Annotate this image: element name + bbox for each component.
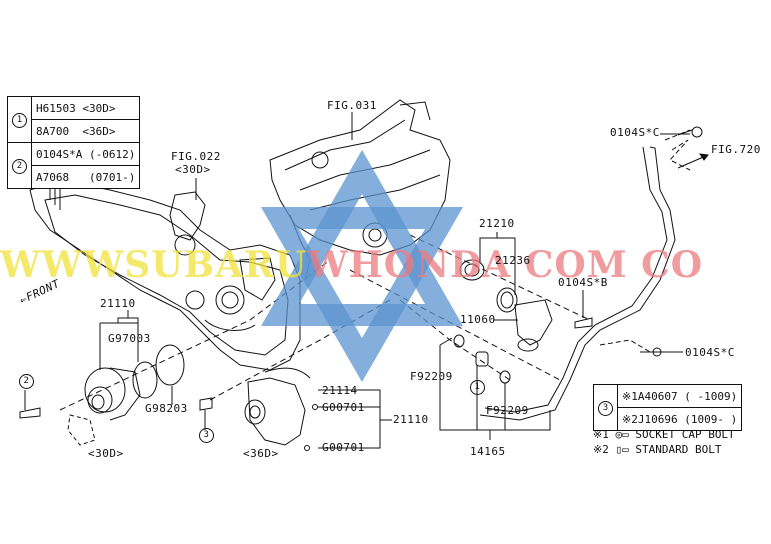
part-g00701-label: G00701	[322, 401, 365, 414]
callout-2-badge: 2	[12, 158, 27, 174]
callout-1-circle: 1	[470, 380, 485, 395]
callout-2-circle: 2	[19, 374, 34, 389]
table-cell: 8A700 <36D>	[30, 119, 141, 143]
fig-022-variant-label: <30D>	[175, 163, 211, 176]
table-cell: A7068 (0701-)	[30, 165, 141, 189]
table-cell: ※2J10696 (1009- )	[616, 407, 743, 431]
part-f92209-label: F92209	[410, 370, 453, 383]
callout-1-badge: 1	[12, 112, 27, 128]
fig-720-label: FIG.720	[711, 143, 761, 156]
part-g98203-label: G98203	[145, 402, 188, 415]
part-f92209-label: F92209	[486, 404, 529, 417]
bolt-0104s-c-label: 0104S*C	[685, 346, 735, 359]
callout-3-circle: 3	[199, 428, 214, 443]
bolt-0104s-b-label: 0104S*B	[558, 276, 608, 289]
legend-standard-bolt: ※2 ▯▭ STANDARD BOLT	[593, 443, 722, 456]
part-21110-label: 21110	[393, 413, 429, 426]
variant-30d-label: <30D>	[88, 447, 124, 460]
fig-031-label: FIG.031	[327, 99, 377, 112]
part-21114-label: 21114	[322, 384, 358, 397]
bolt-0104s-c-label: 0104S*C	[610, 126, 660, 139]
part-21110-label: 21110	[100, 297, 136, 310]
part-11060-label: 11060	[460, 313, 496, 326]
callout-3-badge: 3	[598, 400, 613, 416]
variant-36d-label: <36D>	[243, 447, 279, 460]
table-cell: ※1A40607 ( -1009)	[616, 384, 743, 408]
part-21210-label: 21210	[479, 217, 515, 230]
part-g00701-label: G00701	[322, 441, 365, 454]
part-g97003-label: G97003	[108, 332, 151, 345]
standard-bolt-icon: ▯▭	[615, 443, 629, 456]
watermark-yellow: WWWSUBARU	[0, 244, 308, 286]
part-21236-label: 21236	[495, 254, 531, 267]
legend-socket-cap-bolt: ※1 ◎▭ SOCKET CAP BOLT	[593, 428, 735, 441]
part-14165-label: 14165	[470, 445, 506, 458]
fig-022-label: FIG.022	[171, 150, 221, 163]
table-cell: H61503 <30D>	[30, 96, 141, 120]
socket-cap-bolt-icon: ◎▭	[615, 428, 629, 441]
reference-table-left: 1 H61503 <30D> 8A700 <36D> 2 0104S*A (-0…	[7, 96, 141, 189]
url-watermark: WWWSUBARUWHONDA COM CO	[0, 247, 771, 283]
reference-table-right: 3 ※1A40607 ( -1009) ※2J10696 (1009- )	[593, 384, 743, 431]
watermark-red: WHONDA COM CO	[307, 244, 704, 286]
table-cell: 0104S*A (-0612)	[30, 142, 141, 166]
